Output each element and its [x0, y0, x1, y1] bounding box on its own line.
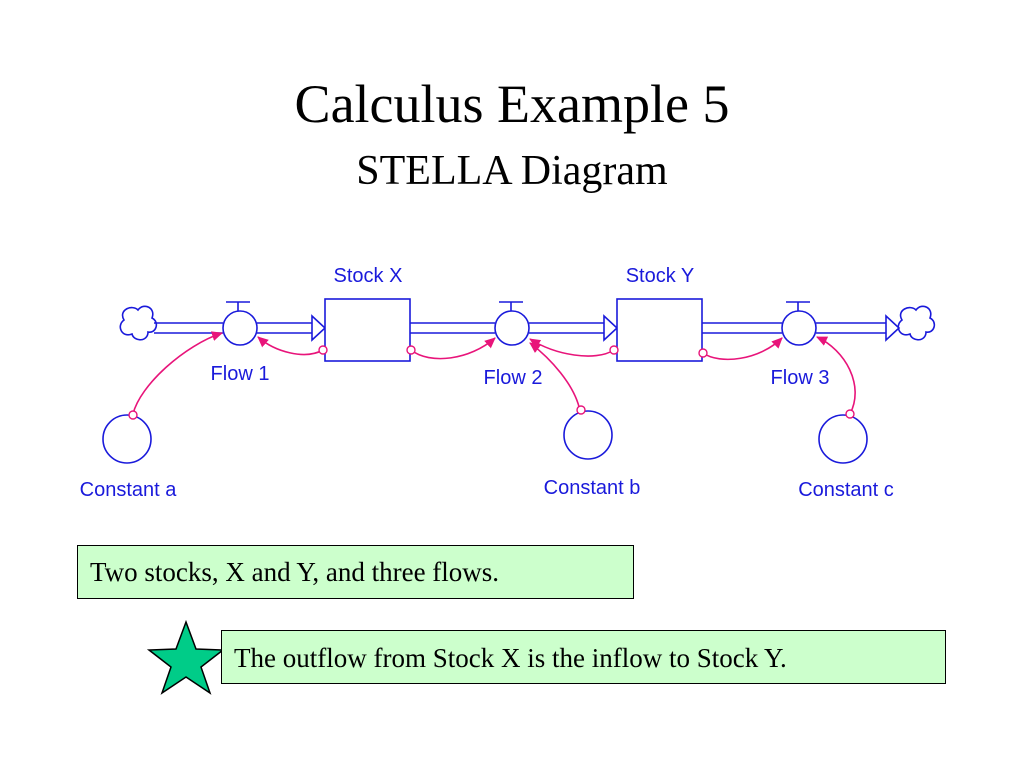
connector-origin-dot	[406, 345, 416, 355]
connector-origin-dot	[698, 348, 708, 358]
flow-1-pipe-in	[154, 322, 223, 334]
slide-subtitle: STELLA Diagram	[356, 148, 668, 194]
connector-origin-dot	[845, 409, 855, 419]
flow-3-label: Flow 3	[771, 367, 830, 389]
flow-2-valve-icon[interactable]	[494, 301, 530, 346]
connector-origin-dot	[318, 345, 328, 355]
flow-2-pipe-out	[529, 314, 619, 342]
connector-origin-dot	[128, 410, 138, 420]
note-two-stocks: Two stocks, X and Y, and three flows.	[77, 545, 634, 599]
flow-2-label: Flow 2	[484, 367, 543, 389]
connector-stock-y-to-flow-3	[702, 337, 783, 361]
flow-1-label: Flow 1	[211, 363, 270, 385]
connector-origin-dot	[576, 405, 586, 415]
connector-constant-c-to-flow-3	[816, 336, 856, 415]
sink-cloud-icon	[897, 305, 936, 341]
note-outflow-inflow: The outflow from Stock X is the inflow t…	[221, 630, 946, 684]
constant-b-converter[interactable]	[563, 410, 613, 460]
slide-title: Calculus Example 5	[294, 74, 730, 134]
connector-stock-x-to-flow-1	[257, 336, 324, 356]
stock-x-label: Stock X	[334, 265, 403, 287]
flow-3-pipe-out	[816, 314, 901, 342]
constant-a-converter[interactable]	[102, 414, 152, 464]
flow-3-valve-icon[interactable]	[781, 301, 817, 346]
constant-c-converter[interactable]	[818, 414, 868, 464]
constant-b-label: Constant b	[544, 477, 641, 499]
connector-stock-x-to-flow-2	[410, 337, 496, 360]
connector-constant-a-to-flow-1	[132, 331, 223, 415]
constant-c-label: Constant c	[798, 479, 894, 501]
flow-1-valve-icon[interactable]	[222, 301, 258, 346]
stock-y-box[interactable]	[616, 298, 703, 362]
flow-3-pipe-in	[702, 322, 782, 334]
connector-origin-dot	[609, 345, 619, 355]
star-icon	[146, 619, 226, 695]
stock-y-label: Stock Y	[626, 265, 695, 287]
flow-1-pipe-out	[257, 314, 327, 342]
source-cloud-icon	[119, 305, 158, 341]
flow-2-pipe-in	[410, 322, 495, 334]
stock-x-box[interactable]	[324, 298, 411, 362]
constant-a-label: Constant a	[80, 479, 178, 501]
connector-constant-b-to-flow-2	[529, 342, 581, 412]
